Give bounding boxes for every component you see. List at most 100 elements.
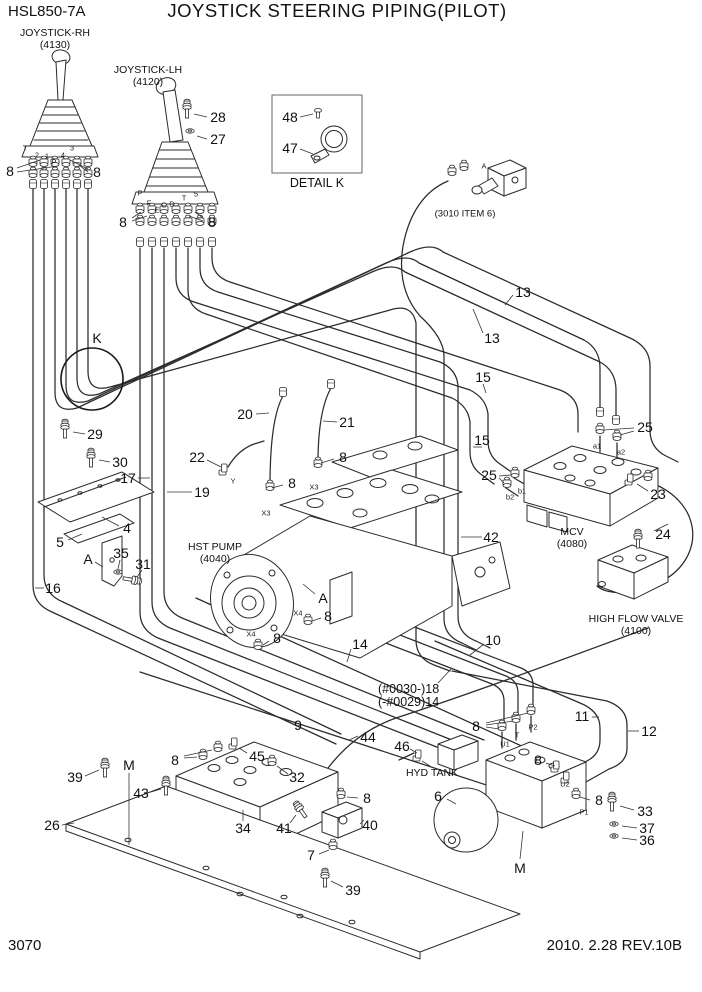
leader-line [101,516,120,527]
port-label: F [147,199,152,208]
detail-k-box [271,94,363,174]
remote-valve-3010 [471,159,527,197]
joystick-lh [131,77,219,205]
part-callout: 6 [434,788,442,804]
leader-line [117,559,121,570]
leader-line [61,822,75,826]
port-label: P2 [528,723,537,732]
bolt-fitting [100,757,110,778]
part-callout: 8 [324,608,332,624]
part-callout: 41 [276,820,292,836]
hose [32,187,337,745]
part-callout: 37 [639,820,655,836]
part-callout: 16 [45,580,61,596]
component-label: HST PUMP [188,541,242,553]
leader-line [183,749,213,757]
hose [139,247,471,761]
leader-line [271,484,284,489]
leader-line [446,798,457,805]
base-plate-26 [65,785,521,960]
port-label: U2 [560,780,570,789]
component-label: HIGH FLOW VALVE [589,613,684,625]
part-callout: A [83,551,93,567]
screw-fitting [314,108,322,119]
hose [187,247,495,485]
leader-line [67,533,83,541]
page-title: JOYSTICK STEERING PIPING(PILOT) [167,0,506,21]
bolt-fitting [607,791,617,812]
nut-fitting [502,476,512,488]
nut-fitting [253,638,263,650]
leader-line [84,769,100,777]
part-callout: 8 [472,718,480,734]
washer-fitting [609,821,619,827]
washer-fitting [113,569,123,575]
nut-fitting [328,838,338,850]
hst-pump [210,435,511,659]
detail-k-marker [60,347,124,411]
hose [398,752,415,761]
leader-line [16,165,59,173]
mounting-plate-4 [37,471,155,587]
pump-side-block [329,571,353,625]
leader-line [318,849,330,855]
leader-line [196,135,208,140]
ferr-fitting [612,415,620,425]
ferr-fitting [596,407,604,417]
leader-line [603,427,635,431]
nut-fitting [303,613,313,625]
nut-fitting [595,422,605,434]
hose [163,247,485,741]
part-callout: 8 [208,214,216,230]
part-callout: 20 [237,406,253,422]
leader-line [653,523,669,532]
leader-line [619,430,635,436]
leader-line [485,712,529,724]
part-callout: 5 [56,534,64,550]
hose [317,387,332,464]
elbow-fitting [228,737,238,750]
port-label: P [51,158,56,167]
hose [311,627,649,792]
part-callout: 19 [194,484,210,500]
leader-line [636,483,649,492]
leader-line [348,735,359,741]
part-callout: 8 [363,790,371,806]
nut-fitting [336,787,346,799]
nut-fitting [183,202,193,214]
leader-line [255,412,270,415]
port-label: b1 [518,487,526,496]
part-callout: 8 [93,164,101,180]
leader-lines [16,113,669,888]
part-callout: 39 [67,769,83,785]
leader-line [504,294,514,306]
hose [391,631,519,723]
part-callout: 11 [575,708,590,724]
port-label: D [169,200,175,209]
nut-fitting [147,214,157,226]
leader-line [78,164,89,173]
joystick-rh [21,49,99,158]
hose-routing [32,180,694,810]
hose [377,639,505,731]
high-flow-valve [597,544,669,600]
part-callout: 28 [210,109,226,125]
hose [400,180,477,651]
part-callout: 15 [474,432,490,448]
ferr-fitting [84,179,92,189]
date-revision: 2010. 2.28 REV.10B [547,937,682,954]
leader-line [519,830,524,860]
nut-fitting [135,214,145,226]
nut-fitting [511,711,521,723]
part-callout: A [318,590,328,606]
part-callout: 13 [515,284,531,300]
part-callout: 8 [595,792,603,808]
port-label: Y [230,477,235,486]
port-label: X3 [309,483,318,492]
nut-fitting [267,754,277,766]
bolt-fitting [86,447,96,468]
port-label: 1 [45,152,49,161]
part-callout: 29 [87,426,103,442]
